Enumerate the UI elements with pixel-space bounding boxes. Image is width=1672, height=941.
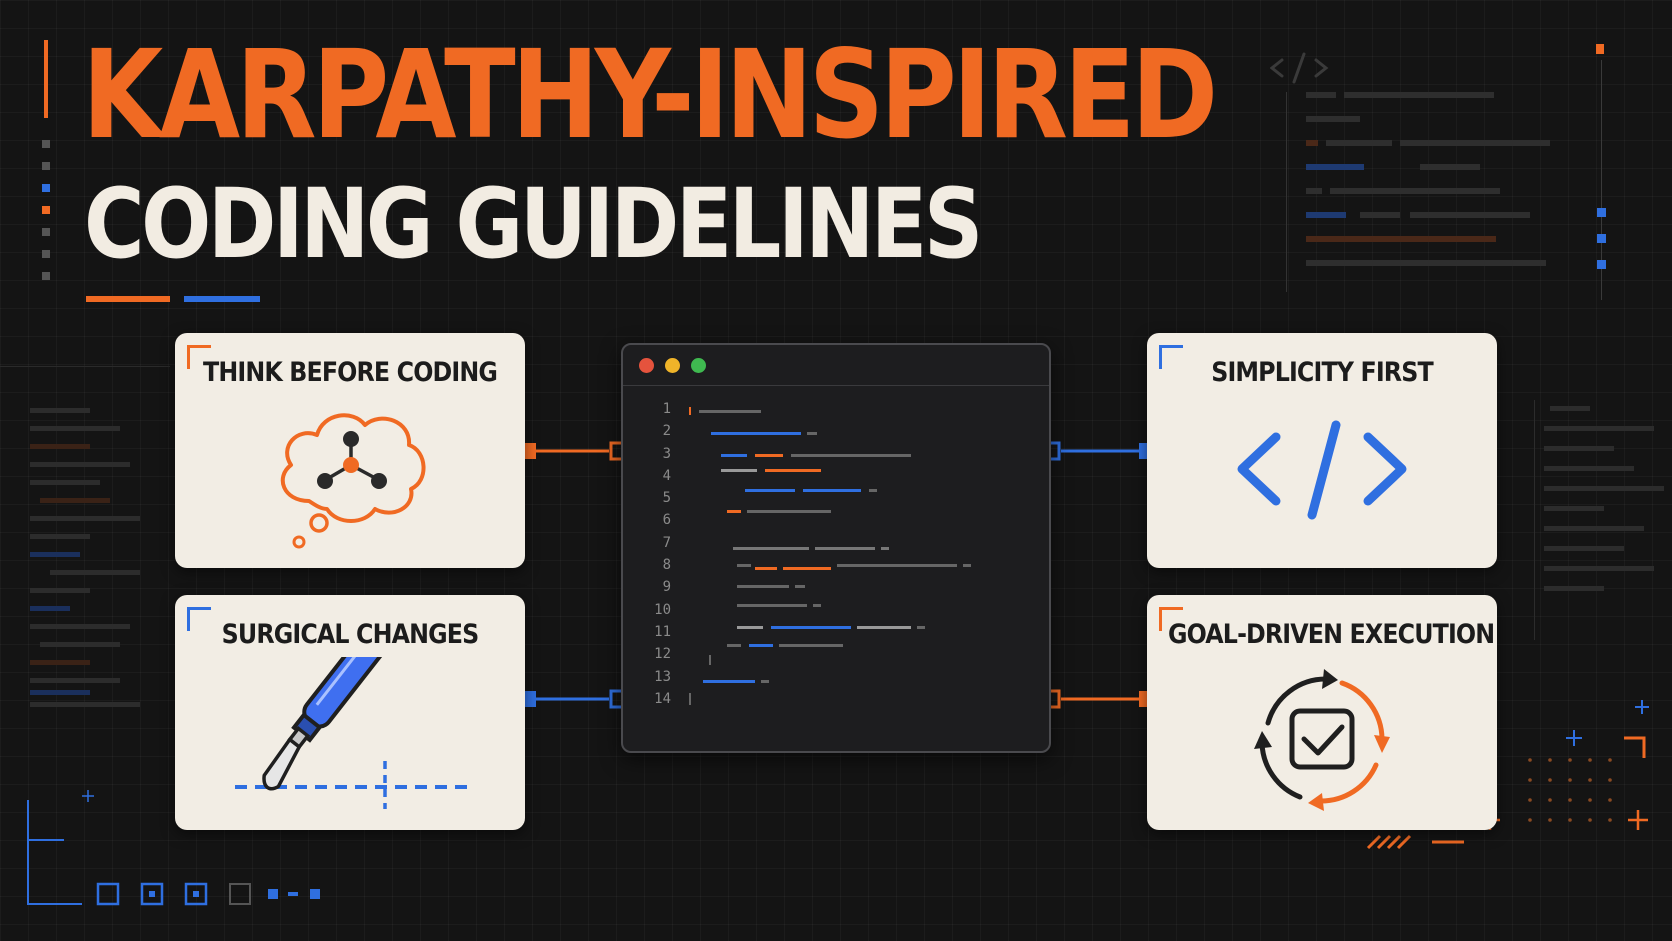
line-number: 12 <box>654 646 671 663</box>
card-label: SIMPLICITY FIRST <box>1211 357 1433 388</box>
code-line <box>795 585 805 588</box>
code-line <box>779 644 843 647</box>
card-corner-accent <box>1159 345 1183 369</box>
maximize-dot[interactable] <box>691 358 706 373</box>
line-number-gutter: 1 2 3 4 5 6 7 8 9 10 11 12 13 14 <box>641 401 671 713</box>
card-simplicity-first[interactable]: SIMPLICITY FIRST <box>1147 333 1497 568</box>
code-line <box>857 626 911 629</box>
code-line <box>755 454 783 457</box>
code-line <box>963 564 971 567</box>
code-editor-window: 1 2 3 4 5 6 7 8 9 10 11 12 13 14 <box>621 343 1051 753</box>
code-line <box>727 644 741 647</box>
card-corner-accent <box>187 345 211 369</box>
cycle-checkbox-icon <box>1254 669 1390 811</box>
code-line <box>727 510 741 513</box>
code-line <box>747 510 831 513</box>
code-line <box>881 547 889 550</box>
code-line <box>803 489 861 492</box>
line-number: 14 <box>654 690 671 707</box>
code-line <box>699 410 761 413</box>
line-number: 6 <box>662 512 671 529</box>
card-label: SURGICAL CHANGES <box>221 619 480 650</box>
code-line <box>869 489 877 492</box>
line-number: 4 <box>662 467 671 484</box>
title-underline-blue <box>184 296 260 302</box>
code-brackets-icon <box>1237 420 1407 520</box>
line-number: 3 <box>662 445 671 462</box>
thought-bubble-icon <box>280 413 426 549</box>
line-number: 11 <box>654 623 671 640</box>
title-line-2: CODING GUIDELINES <box>84 168 983 280</box>
card-surgical-changes[interactable]: SURGICAL CHANGES <box>175 595 525 830</box>
code-line <box>721 454 747 457</box>
code-line <box>807 432 817 435</box>
code-line <box>689 407 691 415</box>
code-line <box>703 680 755 683</box>
line-number: 1 <box>662 401 671 417</box>
code-line <box>755 567 777 570</box>
code-line <box>689 693 691 705</box>
code-line <box>737 564 751 567</box>
line-number: 13 <box>654 668 671 685</box>
line-number: 5 <box>662 490 671 507</box>
code-line <box>837 564 957 567</box>
code-line <box>783 567 831 570</box>
code-line <box>917 626 925 629</box>
card-label: THINK BEFORE CODING <box>203 357 498 388</box>
code-line <box>749 644 773 647</box>
code-line <box>733 547 809 550</box>
left-marker-stack <box>42 140 52 290</box>
card-label: GOAL-DRIVEN EXECUTION <box>1168 619 1495 650</box>
scalpel-icon <box>235 657 475 809</box>
minimize-dot[interactable] <box>665 358 680 373</box>
code-line <box>771 626 851 629</box>
code-line <box>737 626 763 629</box>
line-number: 10 <box>654 601 671 618</box>
code-line <box>737 585 789 588</box>
line-number: 8 <box>662 557 671 574</box>
line-number: 9 <box>662 579 671 596</box>
background-code-left <box>0 366 170 707</box>
background-code-block <box>1270 44 1606 300</box>
code-line <box>765 469 821 472</box>
code-line <box>761 680 769 683</box>
line-number: 2 <box>662 423 671 440</box>
left-accent-bar <box>44 40 48 118</box>
code-line <box>709 655 711 665</box>
line-number: 7 <box>662 534 671 551</box>
code-line <box>721 469 757 472</box>
title-underline-orange <box>86 296 170 302</box>
code-line <box>711 432 801 435</box>
background-code-right <box>1534 400 1664 640</box>
close-dot[interactable] <box>639 358 654 373</box>
title-line-1: KARPATHY-INSPIRED <box>82 24 1218 166</box>
code-line <box>815 547 875 550</box>
card-corner-accent <box>1159 607 1183 631</box>
code-line <box>745 489 795 492</box>
editor-titlebar <box>623 345 1049 386</box>
card-goal-driven-execution[interactable]: GOAL-DRIVEN EXECUTION <box>1147 595 1497 830</box>
code-line <box>737 604 807 607</box>
bottom-left-decoration <box>27 790 320 906</box>
card-think-before-coding[interactable]: THINK BEFORE CODING <box>175 333 525 568</box>
code-line <box>813 604 821 607</box>
code-line <box>791 454 911 457</box>
card-corner-accent <box>187 607 211 631</box>
